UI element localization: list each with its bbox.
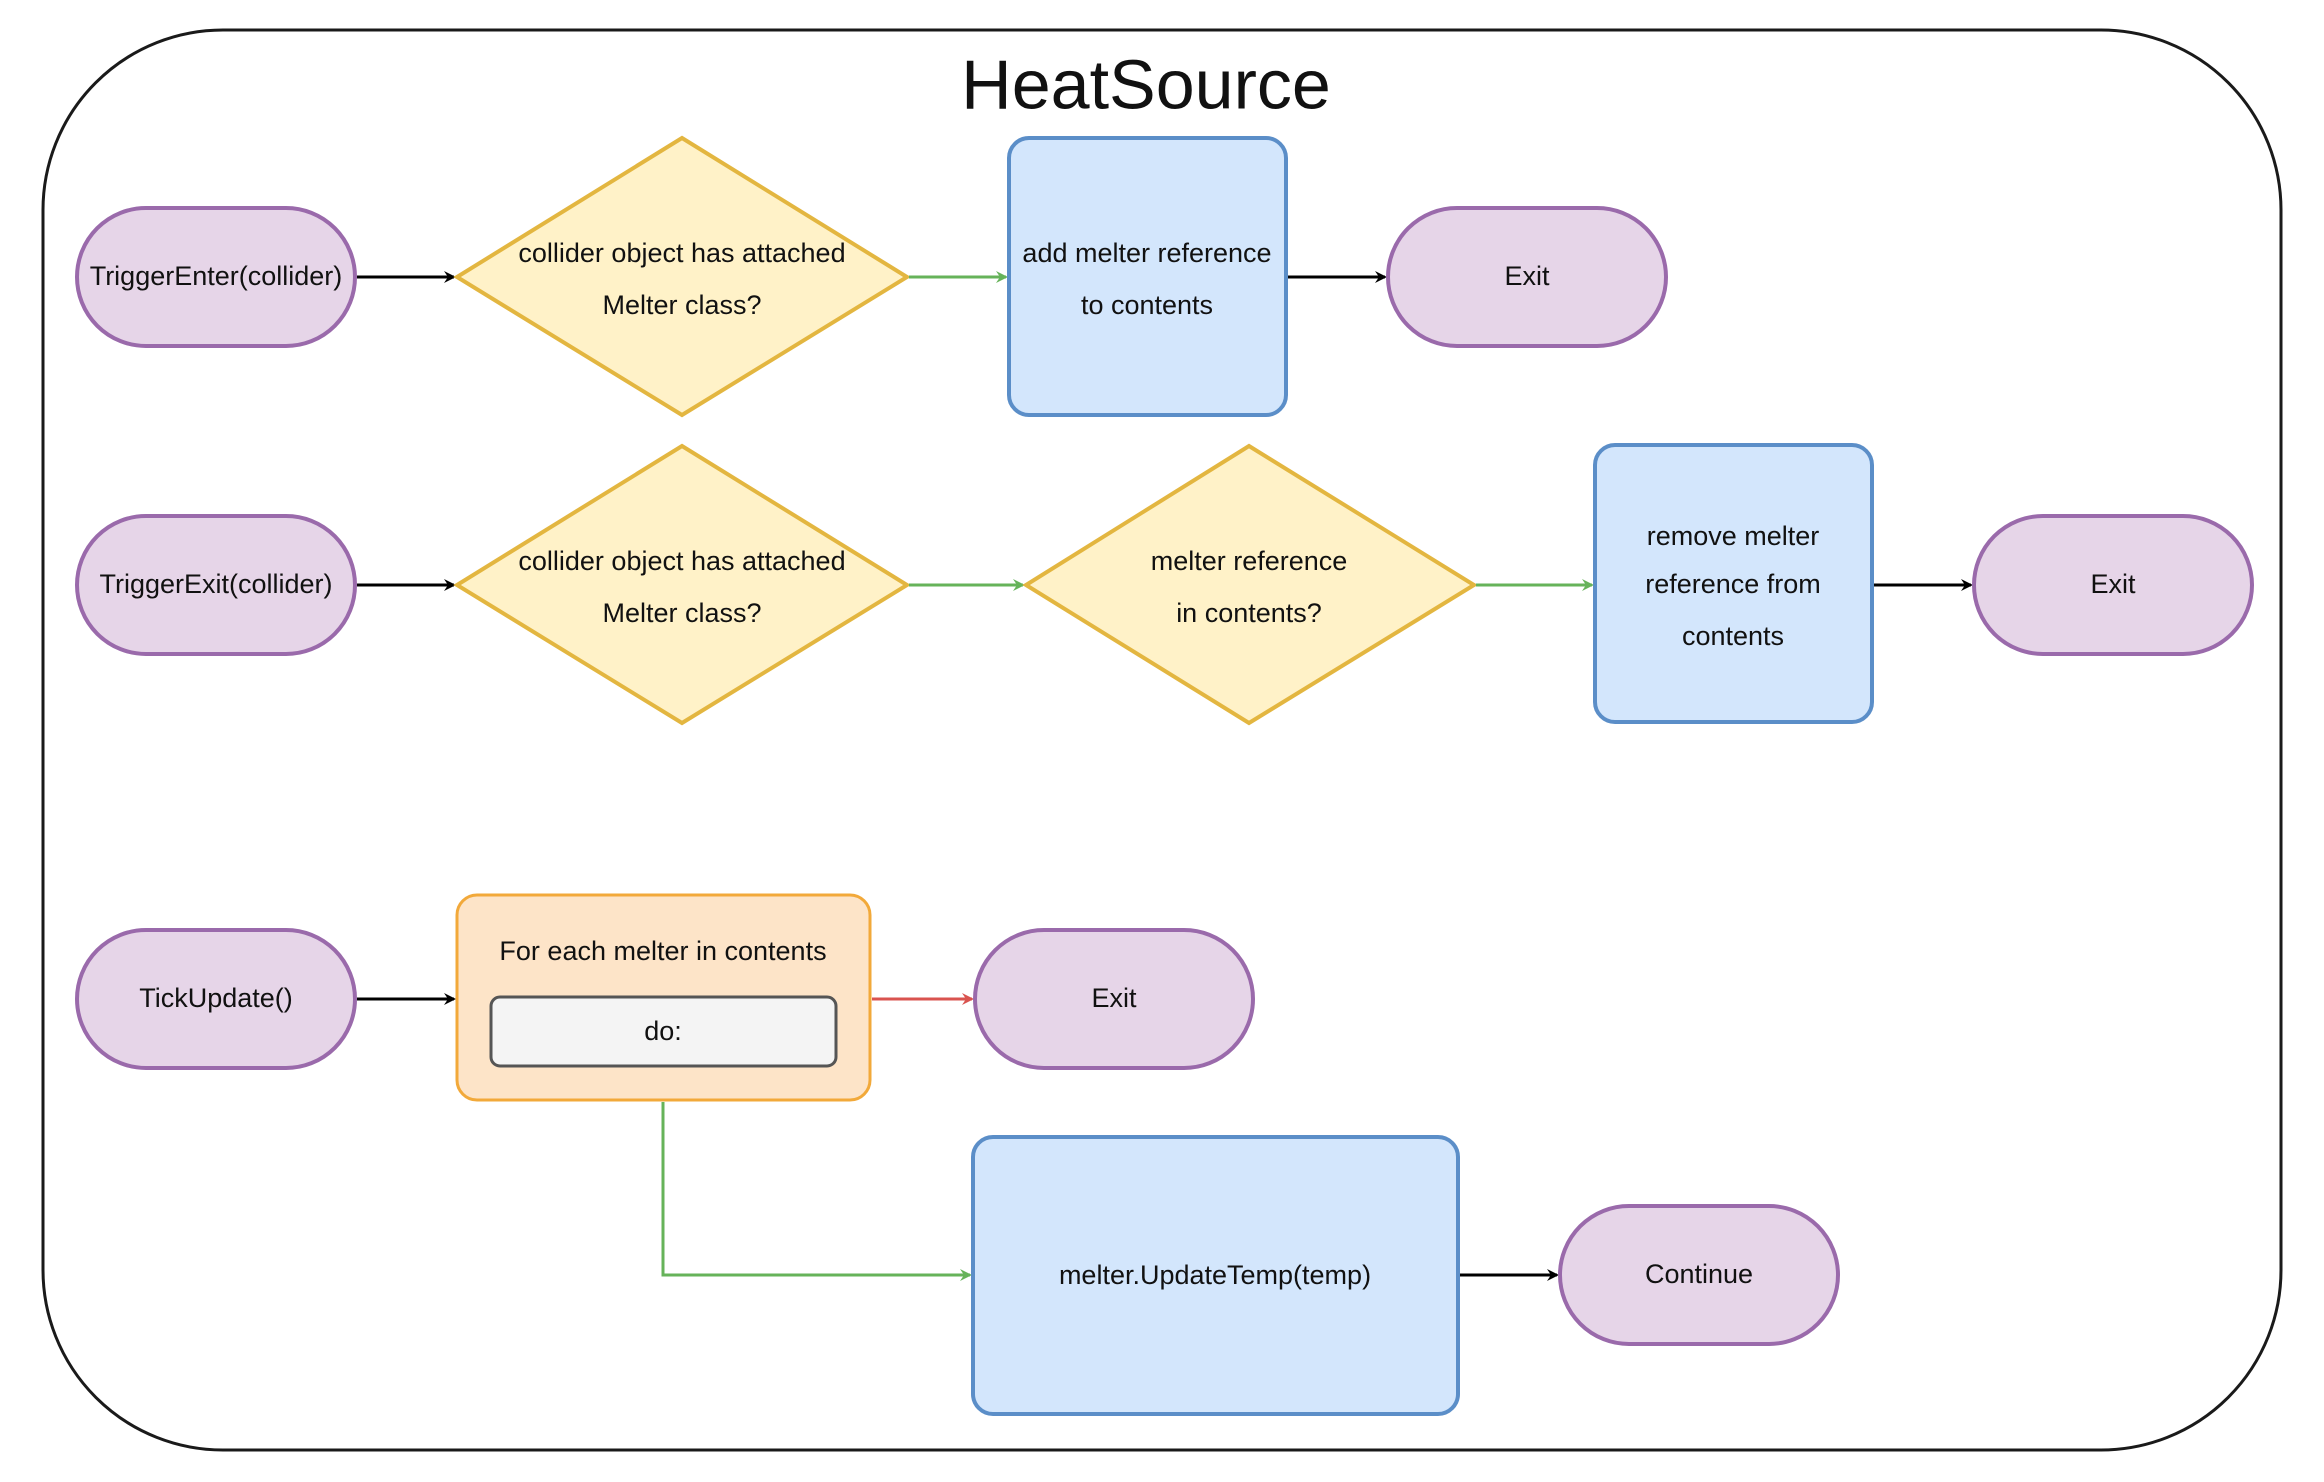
trigger-exit-decision-1-node — [453, 443, 911, 726]
trigger-enter-start-label: TriggerEnter(collider) — [90, 261, 343, 291]
trigger-exit-decision-2-label-1: melter reference — [1151, 546, 1348, 576]
tick-update-start-node — [75, 928, 357, 1070]
tick-update-process-node — [971, 1135, 1460, 1416]
diagram-title: HeatSource — [961, 45, 1331, 123]
trigger-exit-decision-2-label-2: in contents? — [1176, 598, 1322, 628]
trigger-exit-decision-2-node — [1022, 443, 1478, 726]
trigger-exit-exit-node — [1972, 514, 2254, 656]
trigger-exit-process-label-3: contents — [1682, 621, 1784, 651]
trigger-enter-exit-node — [1386, 206, 1668, 348]
trigger-exit-start-label: TriggerExit(collider) — [99, 569, 332, 599]
trigger-enter-decision-label-1: collider object has attached — [518, 238, 845, 268]
trigger-enter-decision-label-2: Melter class? — [602, 290, 761, 320]
tick-update-continue-label: Continue — [1645, 1259, 1753, 1289]
tick-update-exit-label: Exit — [1091, 983, 1137, 1013]
trigger-exit-start-node — [75, 514, 357, 656]
tick-update-exit-node — [973, 928, 1255, 1070]
tick-update-loop-body — [489, 995, 838, 1068]
row-trigger-enter: TriggerEnter(collider) collider object h… — [75, 135, 1668, 418]
trigger-exit-process-node — [1593, 443, 1874, 724]
tick-update-process-label: melter.UpdateTemp(temp) — [1059, 1260, 1371, 1290]
tick-update-loop-label: For each melter in contents — [499, 936, 826, 966]
trigger-exit-process-label-2: reference from — [1645, 569, 1821, 599]
trigger-exit-decision-1-label-1: collider object has attached — [518, 546, 845, 576]
trigger-enter-process-node — [1007, 136, 1288, 417]
arrow-loop-body-to-process — [661, 1102, 972, 1281]
tick-update-continue-node — [1558, 1204, 1840, 1346]
trigger-exit-decision-1-label-2: Melter class? — [602, 598, 761, 628]
trigger-enter-exit-label: Exit — [1504, 261, 1550, 291]
trigger-exit-exit-label: Exit — [2090, 569, 2136, 599]
trigger-exit-process-label-1: remove melter — [1647, 521, 1820, 551]
trigger-enter-start-node — [75, 206, 357, 348]
row-tick-update: TickUpdate() For each melter in contents… — [75, 893, 1840, 1416]
trigger-enter-process-label-2: to contents — [1081, 290, 1213, 320]
tick-update-start-label: TickUpdate() — [139, 983, 293, 1013]
tick-update-loop-body-label: do: — [644, 1016, 682, 1046]
trigger-enter-decision-node — [453, 135, 911, 418]
trigger-enter-process-label-1: add melter reference — [1022, 238, 1271, 268]
row-trigger-exit: TriggerExit(collider) collider object ha… — [75, 443, 2254, 726]
